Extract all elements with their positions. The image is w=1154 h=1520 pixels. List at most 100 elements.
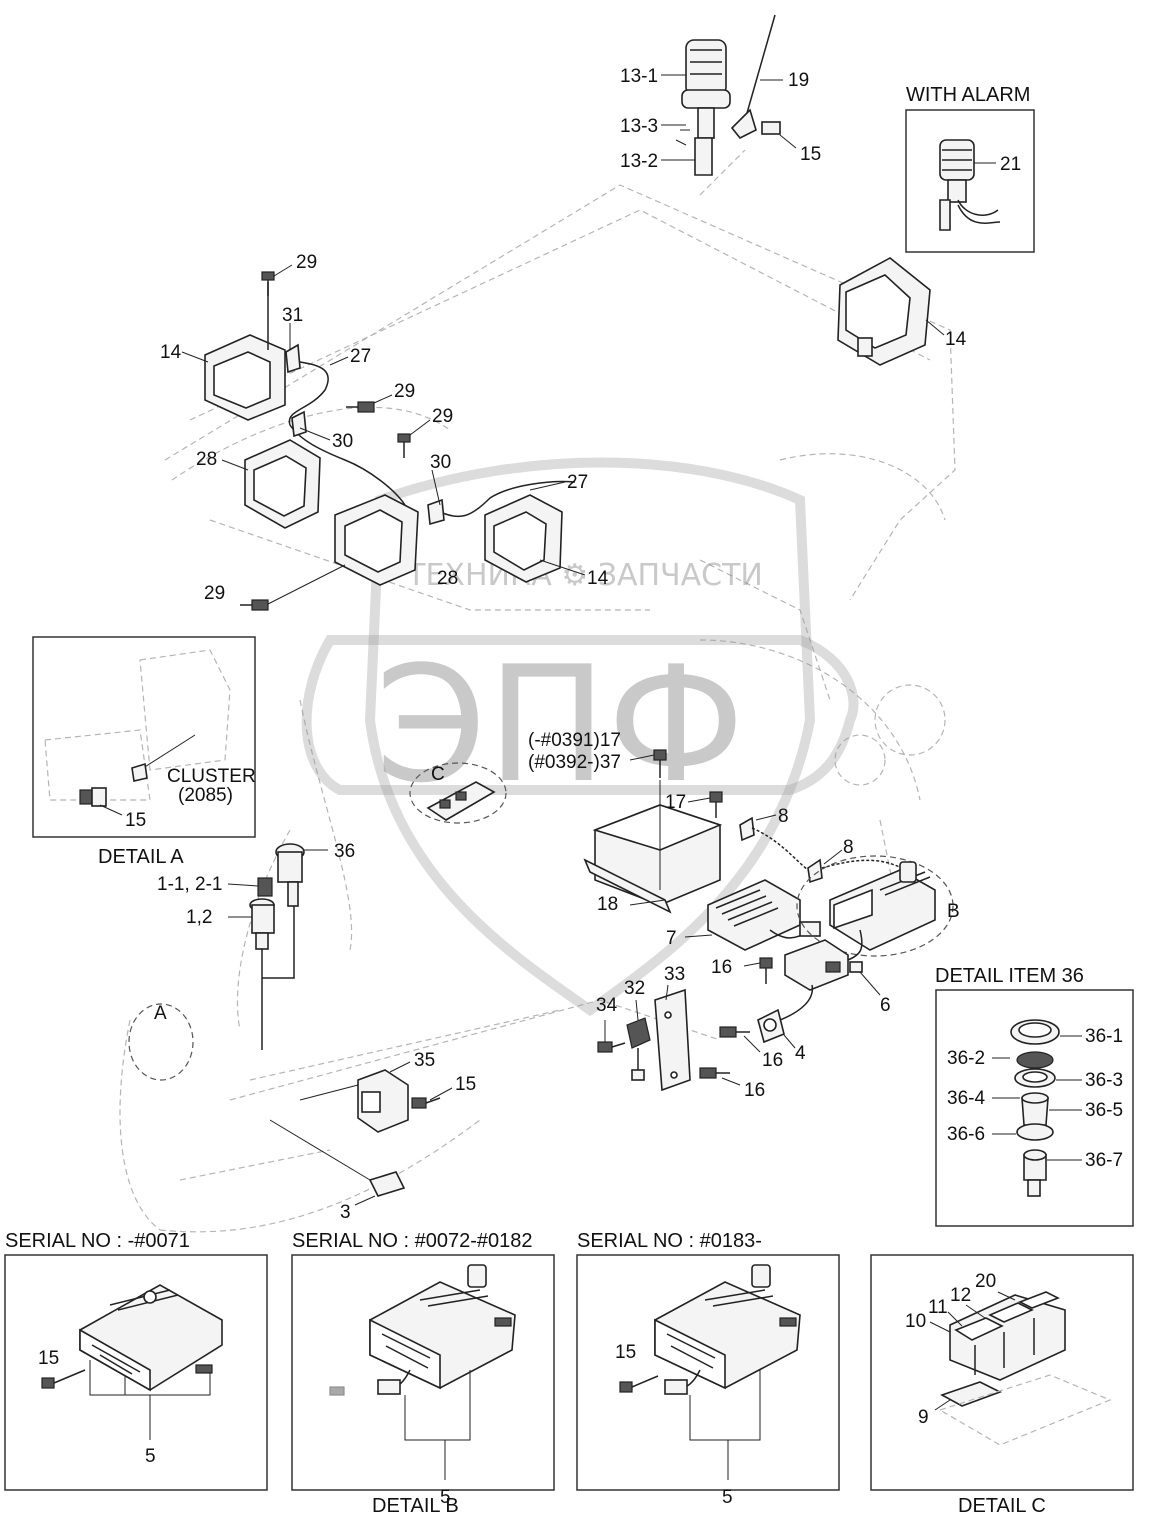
callout-32: 32 <box>624 978 645 999</box>
controller-box-18 <box>583 804 723 914</box>
callout-1-2: 1,2 <box>186 907 212 928</box>
callout-13-3: 13-3 <box>620 116 658 137</box>
callout-18: 18 <box>597 894 618 915</box>
title-serial-2: SERIAL NO : #0072-#0182 <box>292 1230 533 1252</box>
antenna <box>699 14 781 196</box>
callout-36-1: 36-1 <box>1085 1026 1123 1047</box>
title-detail-b: DETAIL B <box>372 1495 459 1517</box>
dc-callout-10: 10 <box>905 1311 926 1332</box>
bolt-16-a <box>759 957 773 984</box>
buzzer-32 <box>626 1017 651 1081</box>
callout-31: 31 <box>282 305 303 326</box>
callout-17-37-b: (#0392-)37 <box>528 752 621 773</box>
beacon-lamp <box>675 39 731 176</box>
callout-30-a: 30 <box>332 431 353 452</box>
watermark-brand: ЭПФ <box>375 631 745 818</box>
relay-35 <box>299 1069 409 1133</box>
callout-36-5: 36-5 <box>1085 1100 1123 1121</box>
work-lamp-cab-right <box>837 257 931 366</box>
s2-callout-5-visible: 5 <box>440 1487 451 1508</box>
callout-35: 35 <box>414 1050 435 1071</box>
key-switch-1-2 <box>249 877 295 1050</box>
alarm-beacon <box>939 139 1001 231</box>
cluster-code: (2085) <box>178 785 233 806</box>
callout-1-1-2-1: 1-1, 2-1 <box>157 874 222 895</box>
dc-callout-20: 20 <box>975 1271 996 1292</box>
callout-29-b: 29 <box>394 381 415 402</box>
callout-b: B <box>947 901 960 922</box>
watermark-text: ТЕХНИКА ⚙ ЗАПЧАСТИ <box>406 558 763 593</box>
callout-13-2: 13-2 <box>620 151 658 172</box>
callout-33: 33 <box>664 964 685 985</box>
callout-29-d: 29 <box>204 583 225 604</box>
callout-7: 7 <box>666 928 677 949</box>
callout-14-right: 14 <box>945 329 967 350</box>
detail-36-parts <box>1010 1019 1060 1197</box>
callout-14-c: 14 <box>587 568 609 589</box>
switch-panel-detail <box>938 1291 1112 1446</box>
callout-28-a: 28 <box>196 449 217 470</box>
dc-callout-12: 12 <box>950 1285 971 1306</box>
lamp-harness-a <box>288 361 406 506</box>
callout-3: 3 <box>340 1202 351 1223</box>
callout-c: C <box>431 764 445 785</box>
callout-15-relay: 15 <box>455 1074 476 1095</box>
callout-16-a: 16 <box>711 957 732 978</box>
bolt-17 <box>709 791 723 818</box>
callout-6: 6 <box>880 995 891 1016</box>
callout-34: 34 <box>596 995 618 1016</box>
callout-15-detail-a: 15 <box>125 810 146 831</box>
callout-17: 17 <box>665 792 686 813</box>
callout-36-2: 36-2 <box>947 1048 985 1069</box>
s3-callout-15: 15 <box>615 1342 636 1363</box>
callout-a: A <box>154 1003 167 1024</box>
callout-19: 19 <box>788 70 809 91</box>
work-lamp-rear-left <box>244 439 321 529</box>
bolt-15-relay <box>411 1097 441 1109</box>
cab-outline <box>119 184 956 1233</box>
speaker-4 <box>757 984 814 1044</box>
bolt-16-c <box>699 1067 730 1079</box>
with-alarm-box <box>905 109 1035 253</box>
radio-serial-2 <box>329 1264 516 1396</box>
callout-36: 36 <box>334 841 355 862</box>
title-serial-3: SERIAL NO : #0183- <box>577 1230 762 1252</box>
cluster-name: CLUSTER <box>167 766 256 787</box>
callout-29-c: 29 <box>432 406 453 427</box>
callout-27-a: 27 <box>350 346 371 367</box>
callout-36-7: 36-7 <box>1085 1150 1123 1171</box>
radio-serial-3 <box>619 1264 801 1395</box>
s3-callout-5: 5 <box>722 1487 733 1508</box>
callout-4: 4 <box>795 1043 806 1064</box>
title-with-alarm: WITH ALARM <box>906 84 1030 106</box>
dc-callout-9: 9 <box>918 1407 929 1428</box>
connectors-8 <box>739 816 906 884</box>
callout-16-c: 16 <box>744 1080 765 1101</box>
callout-36-6: 36-6 <box>947 1124 985 1145</box>
work-lamp-rear-center <box>334 494 419 586</box>
lamp-harness-b <box>439 480 576 518</box>
bolt-34 <box>597 1041 626 1053</box>
work-lamp-rear-right <box>484 494 563 583</box>
radio-serial-1 <box>41 1284 223 1392</box>
part-3 <box>269 1119 406 1197</box>
callout-27-b: 27 <box>567 472 588 493</box>
callout-30-b: 30 <box>430 452 451 473</box>
callout-21: 21 <box>1000 154 1021 175</box>
callout-16-b: 16 <box>762 1050 783 1071</box>
title-detail-item-36: DETAIL ITEM 36 <box>935 965 1084 987</box>
callout-8-a: 8 <box>778 806 789 827</box>
socket-36 <box>275 843 305 907</box>
radio-b <box>829 861 936 951</box>
s1-callout-15: 15 <box>38 1348 59 1369</box>
detail-a-cluster <box>44 649 231 816</box>
switch-panel-c <box>426 781 496 821</box>
callout-14-left: 14 <box>160 342 182 363</box>
detail-a-box <box>32 636 256 838</box>
watermark: ЭПФ ТЕХНИКА ⚙ ЗАПЧАСТИ <box>301 457 859 1017</box>
bolt-16-b <box>719 1026 750 1038</box>
s1-callout-5: 5 <box>145 1446 156 1467</box>
callout-36-3: 36-3 <box>1085 1070 1123 1091</box>
dc-callout-11: 11 <box>928 1297 948 1318</box>
